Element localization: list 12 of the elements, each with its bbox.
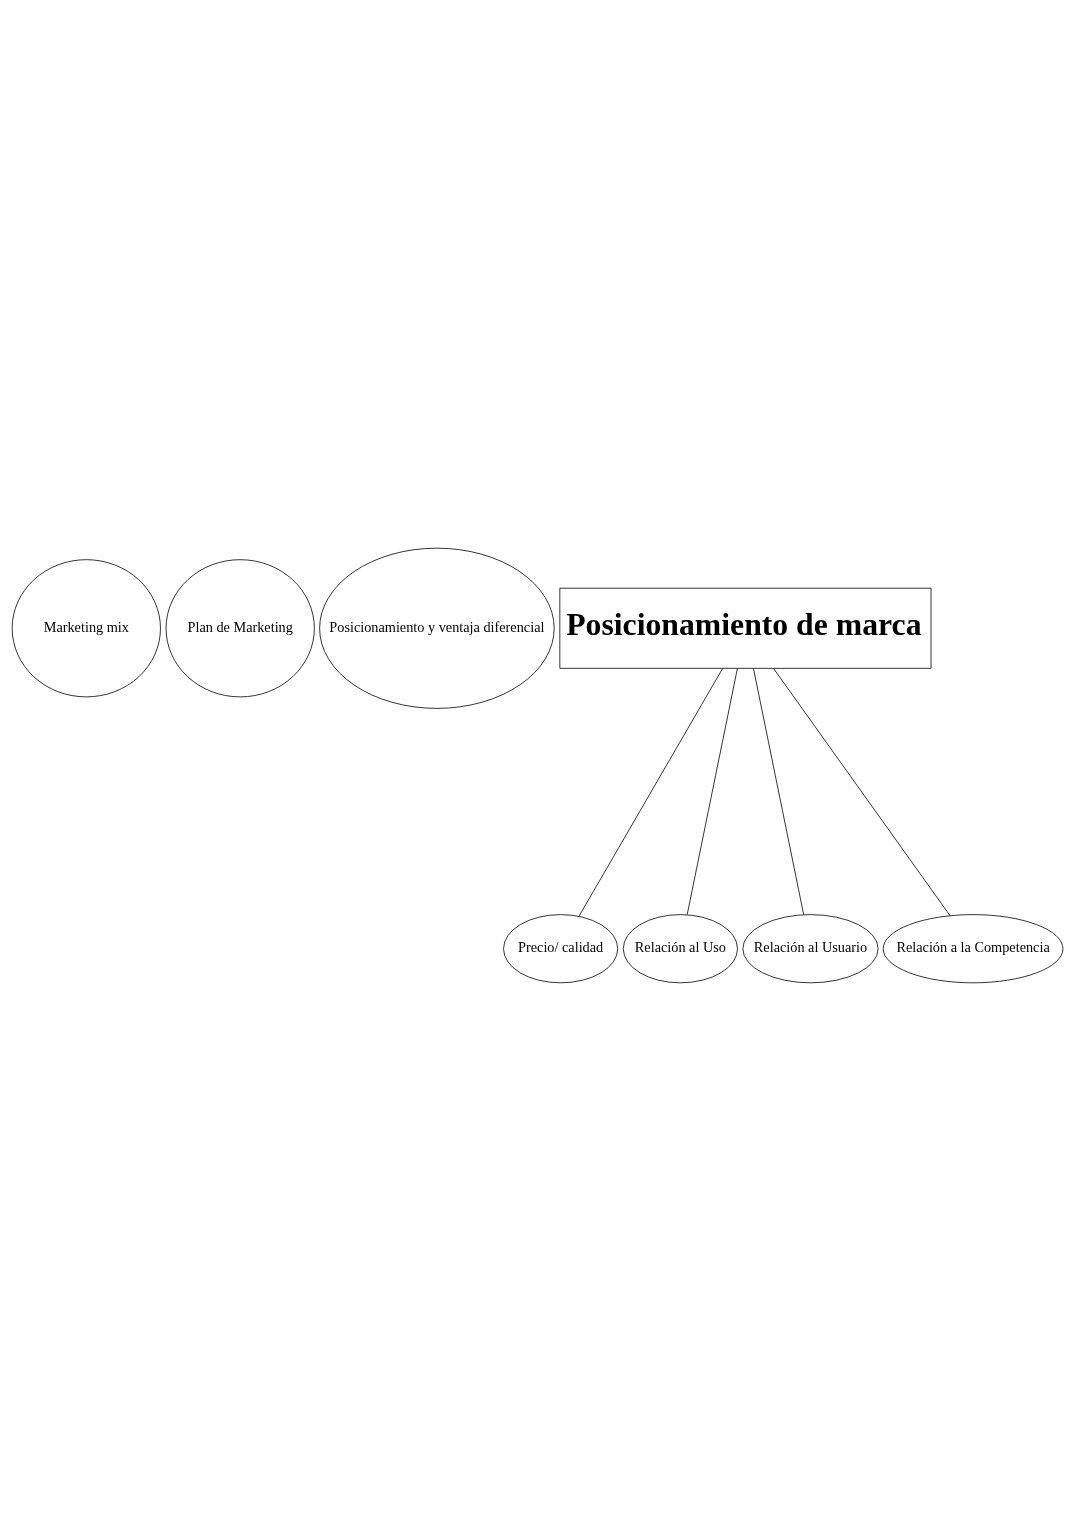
node-box: Posicionamiento de marca (559, 587, 932, 669)
node-ellipse: Relación a la Competencia (882, 913, 1064, 983)
connector (578, 667, 723, 917)
connector (753, 667, 805, 915)
node-ellipse: Relación al Usuario (742, 913, 879, 983)
node-ellipse: Relación al Uso (622, 913, 738, 983)
connector (773, 667, 951, 916)
connector (686, 667, 738, 915)
node-circle: Plan de Marketing (165, 558, 315, 697)
node-ellipse: Posicionamiento y ventaja diferencial (319, 547, 555, 709)
node-ellipse: Precio/ calidad (503, 913, 619, 983)
node-circle: Marketing mix (11, 558, 161, 697)
